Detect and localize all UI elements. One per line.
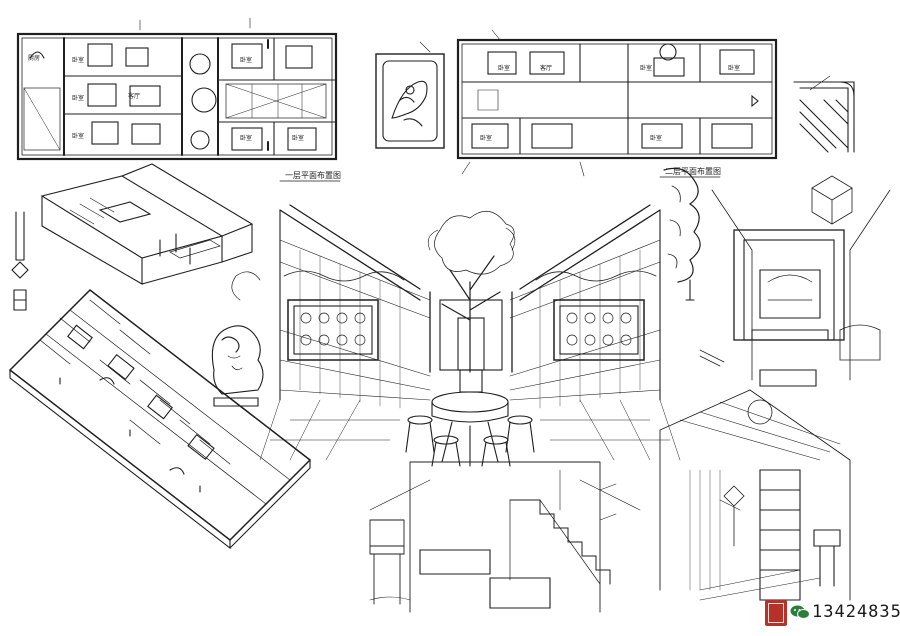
axonometric-plan-sketch bbox=[8, 289, 312, 550]
column-detail-sketch bbox=[11, 211, 29, 311]
room-label: 厨房 bbox=[28, 54, 40, 62]
plan-room-labels: 厨房 客厅 卧室 卧室 卧室 卧室 卧室 卧室 卧室 客厅 卧室 卧室 卧室 卧… bbox=[28, 54, 740, 142]
shelf-interior-sketch bbox=[659, 389, 851, 601]
room-label: 卧室 bbox=[72, 132, 84, 140]
courtyard-perspective-sketch bbox=[231, 204, 681, 467]
room-label: 卧室 bbox=[498, 64, 510, 72]
room-label: 卧室 bbox=[292, 134, 304, 142]
wechat-icon bbox=[790, 605, 810, 619]
room-label: 客厅 bbox=[540, 64, 552, 72]
room-label: 卧室 bbox=[72, 94, 84, 102]
room-label: 卧室 bbox=[72, 56, 84, 64]
isometric-house-sketch bbox=[40, 163, 254, 285]
second-floor-plan bbox=[456, 38, 778, 160]
annotation-leaders bbox=[139, 17, 831, 521]
carved-column-sketch bbox=[663, 167, 701, 301]
second-floor-caption: 二层平面布置图 bbox=[665, 166, 721, 176]
phone-number: 13424835393 bbox=[812, 602, 900, 622]
stone-lion-sketch bbox=[211, 325, 264, 407]
room-label: 客厅 bbox=[128, 92, 140, 100]
tile-corner-detail bbox=[793, 81, 855, 153]
stair-interior-sketch bbox=[369, 461, 641, 613]
artist-seal bbox=[765, 600, 787, 626]
room-label: 卧室 bbox=[640, 64, 652, 72]
room-label: 卧室 bbox=[728, 64, 740, 72]
room-label: 卧室 bbox=[650, 134, 662, 142]
ground-floor-plan bbox=[16, 32, 338, 161]
room-label: 卧室 bbox=[240, 134, 252, 142]
room-label: 卧室 bbox=[240, 56, 252, 64]
ground-floor-caption: 一层平面布置图 bbox=[285, 170, 341, 180]
bedroom-perspective-sketch bbox=[699, 175, 891, 387]
carved-panel-sketch bbox=[375, 53, 445, 149]
room-label: 卧室 bbox=[480, 134, 492, 142]
